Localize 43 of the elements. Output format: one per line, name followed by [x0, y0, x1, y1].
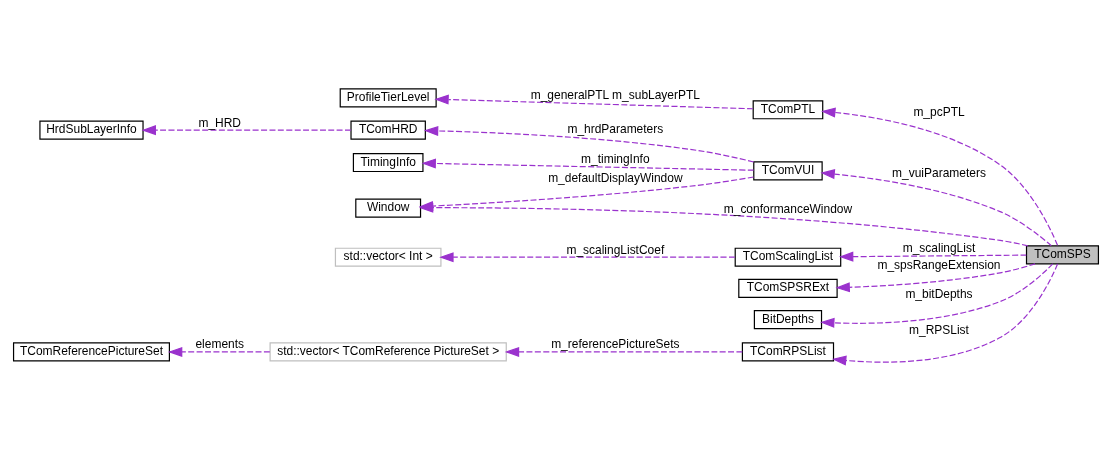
edge-label: m_spsRangeExtension: [877, 258, 1001, 273]
edge-label: elements: [195, 337, 245, 352]
arrow: [821, 107, 1059, 246]
node-box: TComReferencePictureSet: [12, 342, 170, 362]
edge-label: m_hrdParameters: [567, 121, 664, 136]
arrow: [504, 346, 743, 357]
arrow: [439, 252, 736, 263]
edge-label: m_generalPTL m_subLayerPTL: [530, 87, 700, 102]
node-box: ProfileTierLevel: [339, 88, 437, 108]
edge-label: m_scalingList: [902, 241, 976, 256]
node-box: TComHRD: [350, 120, 426, 140]
node-box: TComRPSList: [741, 342, 835, 362]
node-box: TComScalingList: [734, 247, 842, 267]
node-box: TComSPS: [1025, 245, 1100, 265]
node-box: TimingInfo: [352, 152, 424, 173]
arrow: [838, 251, 1027, 262]
node-box: TComPTL: [752, 100, 824, 120]
arrow: [820, 263, 1054, 328]
edge-label: m_RPSList: [909, 322, 969, 337]
node-box: std::vector< Int >: [334, 247, 442, 267]
edge-label: m_scalingListCoef: [566, 242, 665, 257]
arrow: [421, 158, 755, 171]
arrow: [167, 346, 271, 357]
edge-label: m_referencePictureSets: [551, 337, 680, 352]
arrow: [831, 263, 1059, 366]
edge-label: m_HRD: [198, 115, 242, 130]
arrow: [141, 125, 352, 136]
edge-label: m_pcPTL: [913, 104, 965, 119]
edge-label: m_timingInfo: [581, 151, 650, 166]
node-box: BitDepths: [753, 309, 823, 330]
edge-label: m_conformanceWindow: [723, 201, 853, 216]
node-box: TComVUI: [753, 161, 823, 181]
edge-label: m_bitDepths: [905, 286, 973, 301]
arrow: [820, 169, 1052, 247]
edge-label: m_vuiParameters: [892, 165, 986, 180]
node-box: HrdSubLayerInfo: [39, 120, 144, 140]
edge-label: m_defaultDisplayWindow: [548, 170, 683, 185]
arrow: [434, 94, 754, 110]
arrow: [423, 125, 755, 163]
arrow: [835, 263, 1036, 293]
node-box: TComSPSRExt: [738, 278, 838, 298]
node-box: Window: [355, 198, 422, 218]
node-box: std::vector< TComReference PictureSet >: [269, 342, 507, 362]
